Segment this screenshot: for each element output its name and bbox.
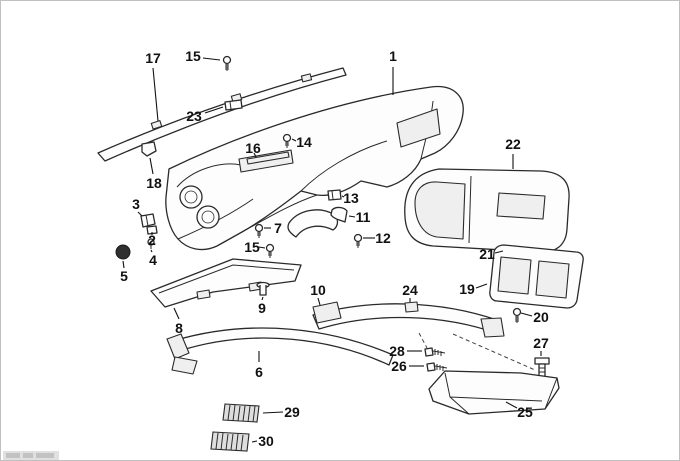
- part-screw-28: [424, 347, 446, 357]
- part-cluster-frame-19: [489, 244, 584, 309]
- leader-line-16: [253, 152, 257, 158]
- part-screw-15a: [222, 55, 232, 71]
- part-speaker-grille-30: [210, 431, 250, 452]
- part-label-19[interactable]: 19: [459, 281, 475, 297]
- part-screw-12: [353, 233, 363, 248]
- part-screw-4: [147, 238, 155, 249]
- leader-line-8: [173, 307, 180, 320]
- part-label-15[interactable]: 15: [185, 48, 201, 64]
- leader-line-14: [291, 138, 297, 142]
- part-screw-20: [512, 307, 522, 323]
- part-lower-trim-6: [166, 327, 394, 375]
- leader-line-15: [258, 246, 266, 249]
- leader-line-13: [341, 195, 345, 198]
- part-grommet-9: [256, 281, 270, 296]
- leader-line-9: [261, 296, 264, 301]
- part-bracket-11: [330, 206, 348, 223]
- part-center-trim-24: [312, 301, 505, 338]
- part-screw-14: [282, 133, 292, 148]
- part-vent-slat-16: [246, 151, 290, 165]
- part-label-14[interactable]: 14: [296, 134, 312, 150]
- part-label-23[interactable]: 23: [186, 108, 202, 124]
- leader-line-5: [122, 260, 125, 269]
- part-upper-trim-strip-17: [97, 67, 347, 162]
- assembly-dashed-line: [418, 332, 428, 349]
- leader-line-25: [505, 401, 518, 409]
- part-label-22[interactable]: 22: [505, 136, 521, 152]
- part-label-18[interactable]: 18: [146, 175, 162, 191]
- leader-line-3: [137, 211, 143, 217]
- part-clip-3: [140, 213, 156, 228]
- part-label-2[interactable]: 2: [148, 232, 156, 248]
- leader-line-30: [251, 440, 258, 443]
- part-label-28[interactable]: 28: [389, 343, 405, 359]
- leader-line-23: [204, 106, 224, 114]
- part-label-11[interactable]: 11: [355, 209, 371, 225]
- part-knob-5: [115, 244, 131, 260]
- leader-line-10: [317, 297, 321, 306]
- part-label-8[interactable]: 8: [175, 320, 183, 336]
- part-label-17[interactable]: 17: [145, 50, 161, 66]
- part-clip-23: [224, 99, 243, 111]
- part-dashboard-main: [165, 85, 464, 251]
- part-label-10[interactable]: 10: [310, 282, 326, 298]
- leader-line-15: [202, 57, 221, 61]
- part-label-5[interactable]: 5: [120, 268, 128, 284]
- part-label-16[interactable]: 16: [245, 140, 261, 156]
- part-label-20[interactable]: 20: [533, 309, 549, 325]
- part-screw-26: [426, 362, 448, 372]
- part-lower-right-panel-25: [428, 370, 560, 415]
- part-screw-15b: [265, 243, 275, 258]
- part-label-6[interactable]: 6: [255, 364, 263, 380]
- part-label-21[interactable]: 21: [479, 246, 495, 262]
- leader-line-18: [149, 157, 154, 175]
- part-label-30[interactable]: 30: [258, 433, 274, 449]
- part-label-27[interactable]: 27: [533, 335, 549, 351]
- part-label-29[interactable]: 29: [284, 404, 300, 420]
- part-label-4[interactable]: 4: [149, 252, 157, 268]
- part-clip-18: [141, 141, 157, 157]
- part-label-26[interactable]: 26: [391, 358, 407, 374]
- part-lower-left-panel-8: [150, 258, 302, 308]
- part-speaker-grille-29: [222, 403, 260, 423]
- leader-line-11: [348, 215, 356, 218]
- leader-line-17: [152, 67, 159, 122]
- leader-line-19: [475, 283, 488, 289]
- assembly-dashed-line: [452, 333, 536, 371]
- leader-lines: [122, 57, 542, 443]
- part-label-15[interactable]: 15: [244, 239, 260, 255]
- part-label-25[interactable]: 25: [517, 404, 533, 420]
- part-clip-13: [327, 189, 342, 201]
- part-label-3[interactable]: 3: [132, 196, 140, 212]
- leader-line-21: [494, 250, 504, 254]
- leader-line-4: [150, 249, 153, 253]
- part-label-7[interactable]: 7: [274, 220, 282, 236]
- part-instrument-cowl-22: [404, 168, 570, 253]
- part-label-12[interactable]: 12: [375, 230, 391, 246]
- watermark-logo: [3, 451, 59, 460]
- part-label-1[interactable]: 1: [389, 48, 397, 64]
- part-label-24[interactable]: 24: [402, 282, 418, 298]
- part-label-9[interactable]: 9: [258, 300, 266, 316]
- part-clip-2: [146, 225, 158, 235]
- leader-line-20: [520, 312, 533, 317]
- part-screw-7: [254, 223, 264, 238]
- part-duct: [287, 209, 339, 238]
- part-label-13[interactable]: 13: [343, 190, 359, 206]
- leader-line-29: [262, 411, 284, 414]
